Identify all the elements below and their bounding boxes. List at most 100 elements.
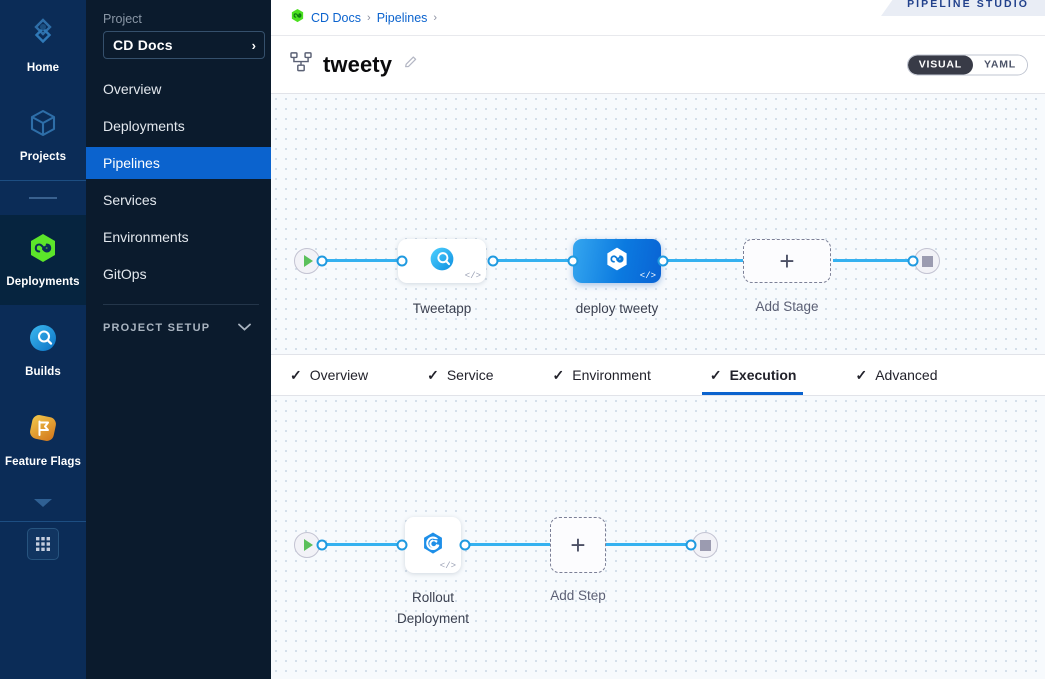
stage-tabs: ✓ Overview ✓ Service ✓ Environment ✓ Exe… (271, 355, 1045, 396)
sidebar-item-label: Deployments (103, 118, 185, 134)
stage-label-deploy-tweety: deploy tweety (575, 301, 659, 316)
check-icon: ✓ (290, 366, 302, 383)
step-start-node[interactable] (294, 532, 320, 558)
sidebar-item-deployments[interactable]: Deployments (86, 110, 271, 142)
stage-flow: </> Tweetapp </> (271, 94, 1045, 354)
plus-icon: + (779, 246, 795, 276)
play-start-icon (304, 539, 313, 551)
toggle-option-visual[interactable]: VISUAL (907, 55, 974, 74)
stage-label-tweetapp: Tweetapp (412, 301, 472, 316)
plus-icon: + (570, 530, 586, 560)
module-rail: Home Projects (0, 0, 86, 679)
step-node-rollout-deployment[interactable]: </> (405, 517, 461, 573)
rail-divider-1 (0, 180, 86, 181)
play-start-icon (304, 255, 313, 267)
pipeline-studio-badge: PIPELINE STUDIO (881, 0, 1045, 16)
sidebar-item-label: Environments (103, 229, 189, 245)
tab-execution[interactable]: ✓ Execution (701, 355, 826, 395)
breadcrumb-separator: › (433, 11, 438, 24)
tab-advanced[interactable]: ✓ Advanced (855, 355, 966, 395)
main-content: CD Docs › Pipelines › PIPELINE STUDIO t (271, 0, 1045, 679)
sidebar-nav-list: Overview Deployments Pipelines Services … (86, 73, 271, 290)
check-icon: ✓ (427, 366, 439, 383)
rail-item-feature-flags[interactable]: Feature Flags (0, 395, 86, 485)
builds-circle-icon (27, 322, 59, 359)
sidebar-item-label: GitOps (103, 266, 147, 282)
harness-cd-hexagon-icon (290, 8, 305, 28)
sidebar-item-label: Services (103, 192, 157, 208)
breadcrumb-item-pipelines[interactable]: Pipelines (376, 10, 428, 25)
edge-add-to-end (833, 259, 928, 262)
pipeline-titlebar: tweety VISUAL YAML (271, 36, 1045, 94)
sidebar-item-services[interactable]: Services (86, 184, 271, 216)
check-icon: ✓ (709, 366, 722, 383)
edge-deploy-to-add (663, 259, 743, 262)
view-mode-toggle[interactable]: VISUAL YAML (906, 54, 1028, 75)
sidebar-item-label: Pipelines (103, 155, 160, 171)
check-icon: ✓ (855, 366, 868, 383)
rollout-spiral-hexagon-icon (420, 530, 446, 561)
port-deploy-out[interactable] (657, 255, 669, 267)
feature-flags-flag-icon (27, 412, 59, 449)
page-title: tweety (323, 51, 393, 77)
breadcrumb-item-cd-docs[interactable]: CD Docs (311, 10, 362, 25)
stage-node-deploy-tweety[interactable]: </> (573, 239, 661, 283)
add-step-label: Add Step (550, 588, 606, 603)
execution-steps-canvas[interactable]: </> Rollout Deployment + Add Step (271, 396, 1045, 679)
breadcrumb-separator: › (367, 11, 371, 24)
port-step-start-out[interactable] (316, 539, 328, 551)
project-label: Project (103, 12, 142, 26)
code-glyph-icon[interactable]: </> (639, 271, 656, 281)
tab-overview[interactable]: ✓ Overview (290, 355, 397, 395)
toggle-option-yaml[interactable]: YAML (973, 55, 1027, 74)
caret-down-icon[interactable] (0, 485, 86, 521)
tab-environment[interactable]: ✓ Environment (553, 355, 680, 395)
rail-label-projects: Projects (19, 150, 67, 163)
tab-service[interactable]: ✓ Service (427, 355, 522, 395)
port-rollout-in[interactable] (396, 539, 408, 551)
rail-item-builds[interactable]: Builds (0, 305, 86, 395)
port-start-out[interactable] (316, 255, 328, 267)
code-glyph-icon[interactable]: </> (464, 271, 481, 281)
tab-label: Execution (729, 367, 797, 383)
rail-item-projects[interactable]: Projects (0, 90, 86, 180)
rail-item-home[interactable]: Home (0, 0, 86, 90)
stage-node-tweetapp[interactable]: </> (398, 239, 486, 283)
sidebar-item-pipelines[interactable]: Pipelines (86, 147, 271, 179)
chevron-down-icon (238, 322, 251, 334)
pipeline-hierarchy-icon (290, 52, 312, 77)
port-deploy-in[interactable] (567, 255, 579, 267)
breadcrumb: CD Docs › Pipelines › PIPELINE STUDIO (271, 0, 1045, 36)
deployment-hexagon-infinity-icon (603, 245, 631, 278)
grid-apps-icon[interactable] (27, 528, 59, 560)
sidebar-item-overview[interactable]: Overview (86, 73, 271, 105)
rail-label-feature-flags: Feature Flags (4, 455, 82, 468)
add-step-button[interactable]: + (550, 517, 606, 573)
add-stage-label: Add Stage (755, 299, 819, 314)
rail-footer (0, 521, 86, 679)
service-search-circle-icon (428, 245, 456, 278)
deployments-hexagon-icon (27, 232, 59, 269)
project-selector[interactable]: CD Docs › (103, 31, 265, 59)
sidebar-item-environments[interactable]: Environments (86, 221, 271, 253)
stage-canvas[interactable]: </> Tweetapp </> (271, 94, 1045, 355)
pencil-edit-icon[interactable] (403, 54, 419, 75)
rail-item-deployments[interactable]: Deployments (0, 215, 86, 305)
stage-start-node[interactable] (294, 248, 320, 274)
port-tweetapp-out[interactable] (487, 255, 499, 267)
rail-label-builds: Builds (25, 365, 61, 378)
code-glyph-icon[interactable]: </> (439, 561, 456, 571)
sidebar-item-label: Overview (103, 81, 162, 97)
home-diamond-icon (26, 16, 60, 55)
chevron-right-icon: › (251, 37, 256, 53)
port-rollout-out[interactable] (459, 539, 471, 551)
port-end-in[interactable] (907, 255, 919, 267)
sidebar-project-setup[interactable]: PROJECT SETUP (86, 311, 271, 345)
sidebar-item-gitops[interactable]: GitOps (86, 258, 271, 290)
rail-collapse-handle[interactable] (0, 181, 86, 215)
step-flow: </> Rollout Deployment + Add Step (271, 396, 1045, 679)
port-step-end-in[interactable] (685, 539, 697, 551)
port-tweetapp-in[interactable] (396, 255, 408, 267)
add-stage-button[interactable]: + (743, 239, 831, 283)
tab-label: Advanced (875, 367, 938, 383)
